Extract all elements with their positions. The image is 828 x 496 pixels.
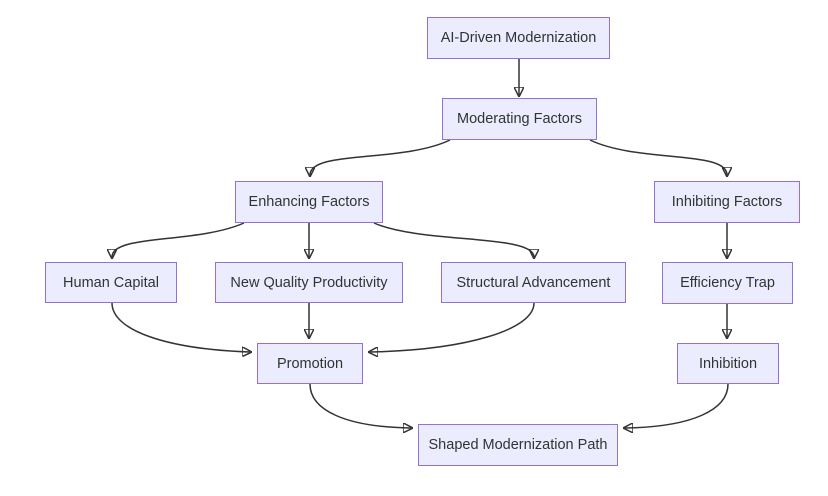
edge-inhibition-to-shaped-path xyxy=(625,383,729,428)
node-label: Structural Advancement xyxy=(456,274,611,291)
node-ai-driven-modernization: AI-Driven Modernization xyxy=(427,17,610,59)
node-label: AI-Driven Modernization xyxy=(440,30,597,46)
node-enhancing-factors: Enhancing Factors xyxy=(235,181,383,223)
edge-human-capital-to-promotion xyxy=(111,302,250,352)
node-label: Inhibiting Factors xyxy=(671,194,783,210)
node-label: Moderating Factors xyxy=(457,111,582,127)
node-structural-advancement: Structural Advancement xyxy=(441,262,626,303)
node-human-capital: Human Capital xyxy=(45,262,177,303)
node-moderating-factors: Moderating Factors xyxy=(442,98,597,140)
edge-moderating-to-inhibiting xyxy=(589,139,727,175)
node-label: Inhibition xyxy=(698,355,758,372)
node-efficiency-trap: Efficiency Trap xyxy=(662,262,793,304)
edge-enhancing-to-human-capital xyxy=(112,222,245,257)
node-label: Efficiency Trap xyxy=(680,275,775,291)
node-label: Promotion xyxy=(276,355,344,372)
node-promotion: Promotion xyxy=(257,343,363,384)
edge-structural-to-promotion xyxy=(370,302,535,352)
node-label: Human Capital xyxy=(63,274,159,291)
node-new-quality-productivity: New Quality Productivity xyxy=(215,262,403,303)
edge-promotion-to-shaped-path xyxy=(309,383,411,428)
node-label: Enhancing Factors xyxy=(248,194,370,210)
node-inhibiting-factors: Inhibiting Factors xyxy=(654,181,800,223)
node-label: Shaped Modernization Path xyxy=(428,437,608,453)
edge-moderating-to-enhancing xyxy=(310,139,451,175)
node-label: New Quality Productivity xyxy=(230,274,388,291)
edge-enhancing-to-structural xyxy=(373,222,534,257)
node-inhibition: Inhibition xyxy=(677,343,779,384)
node-shaped-modernization-path: Shaped Modernization Path xyxy=(418,424,618,466)
